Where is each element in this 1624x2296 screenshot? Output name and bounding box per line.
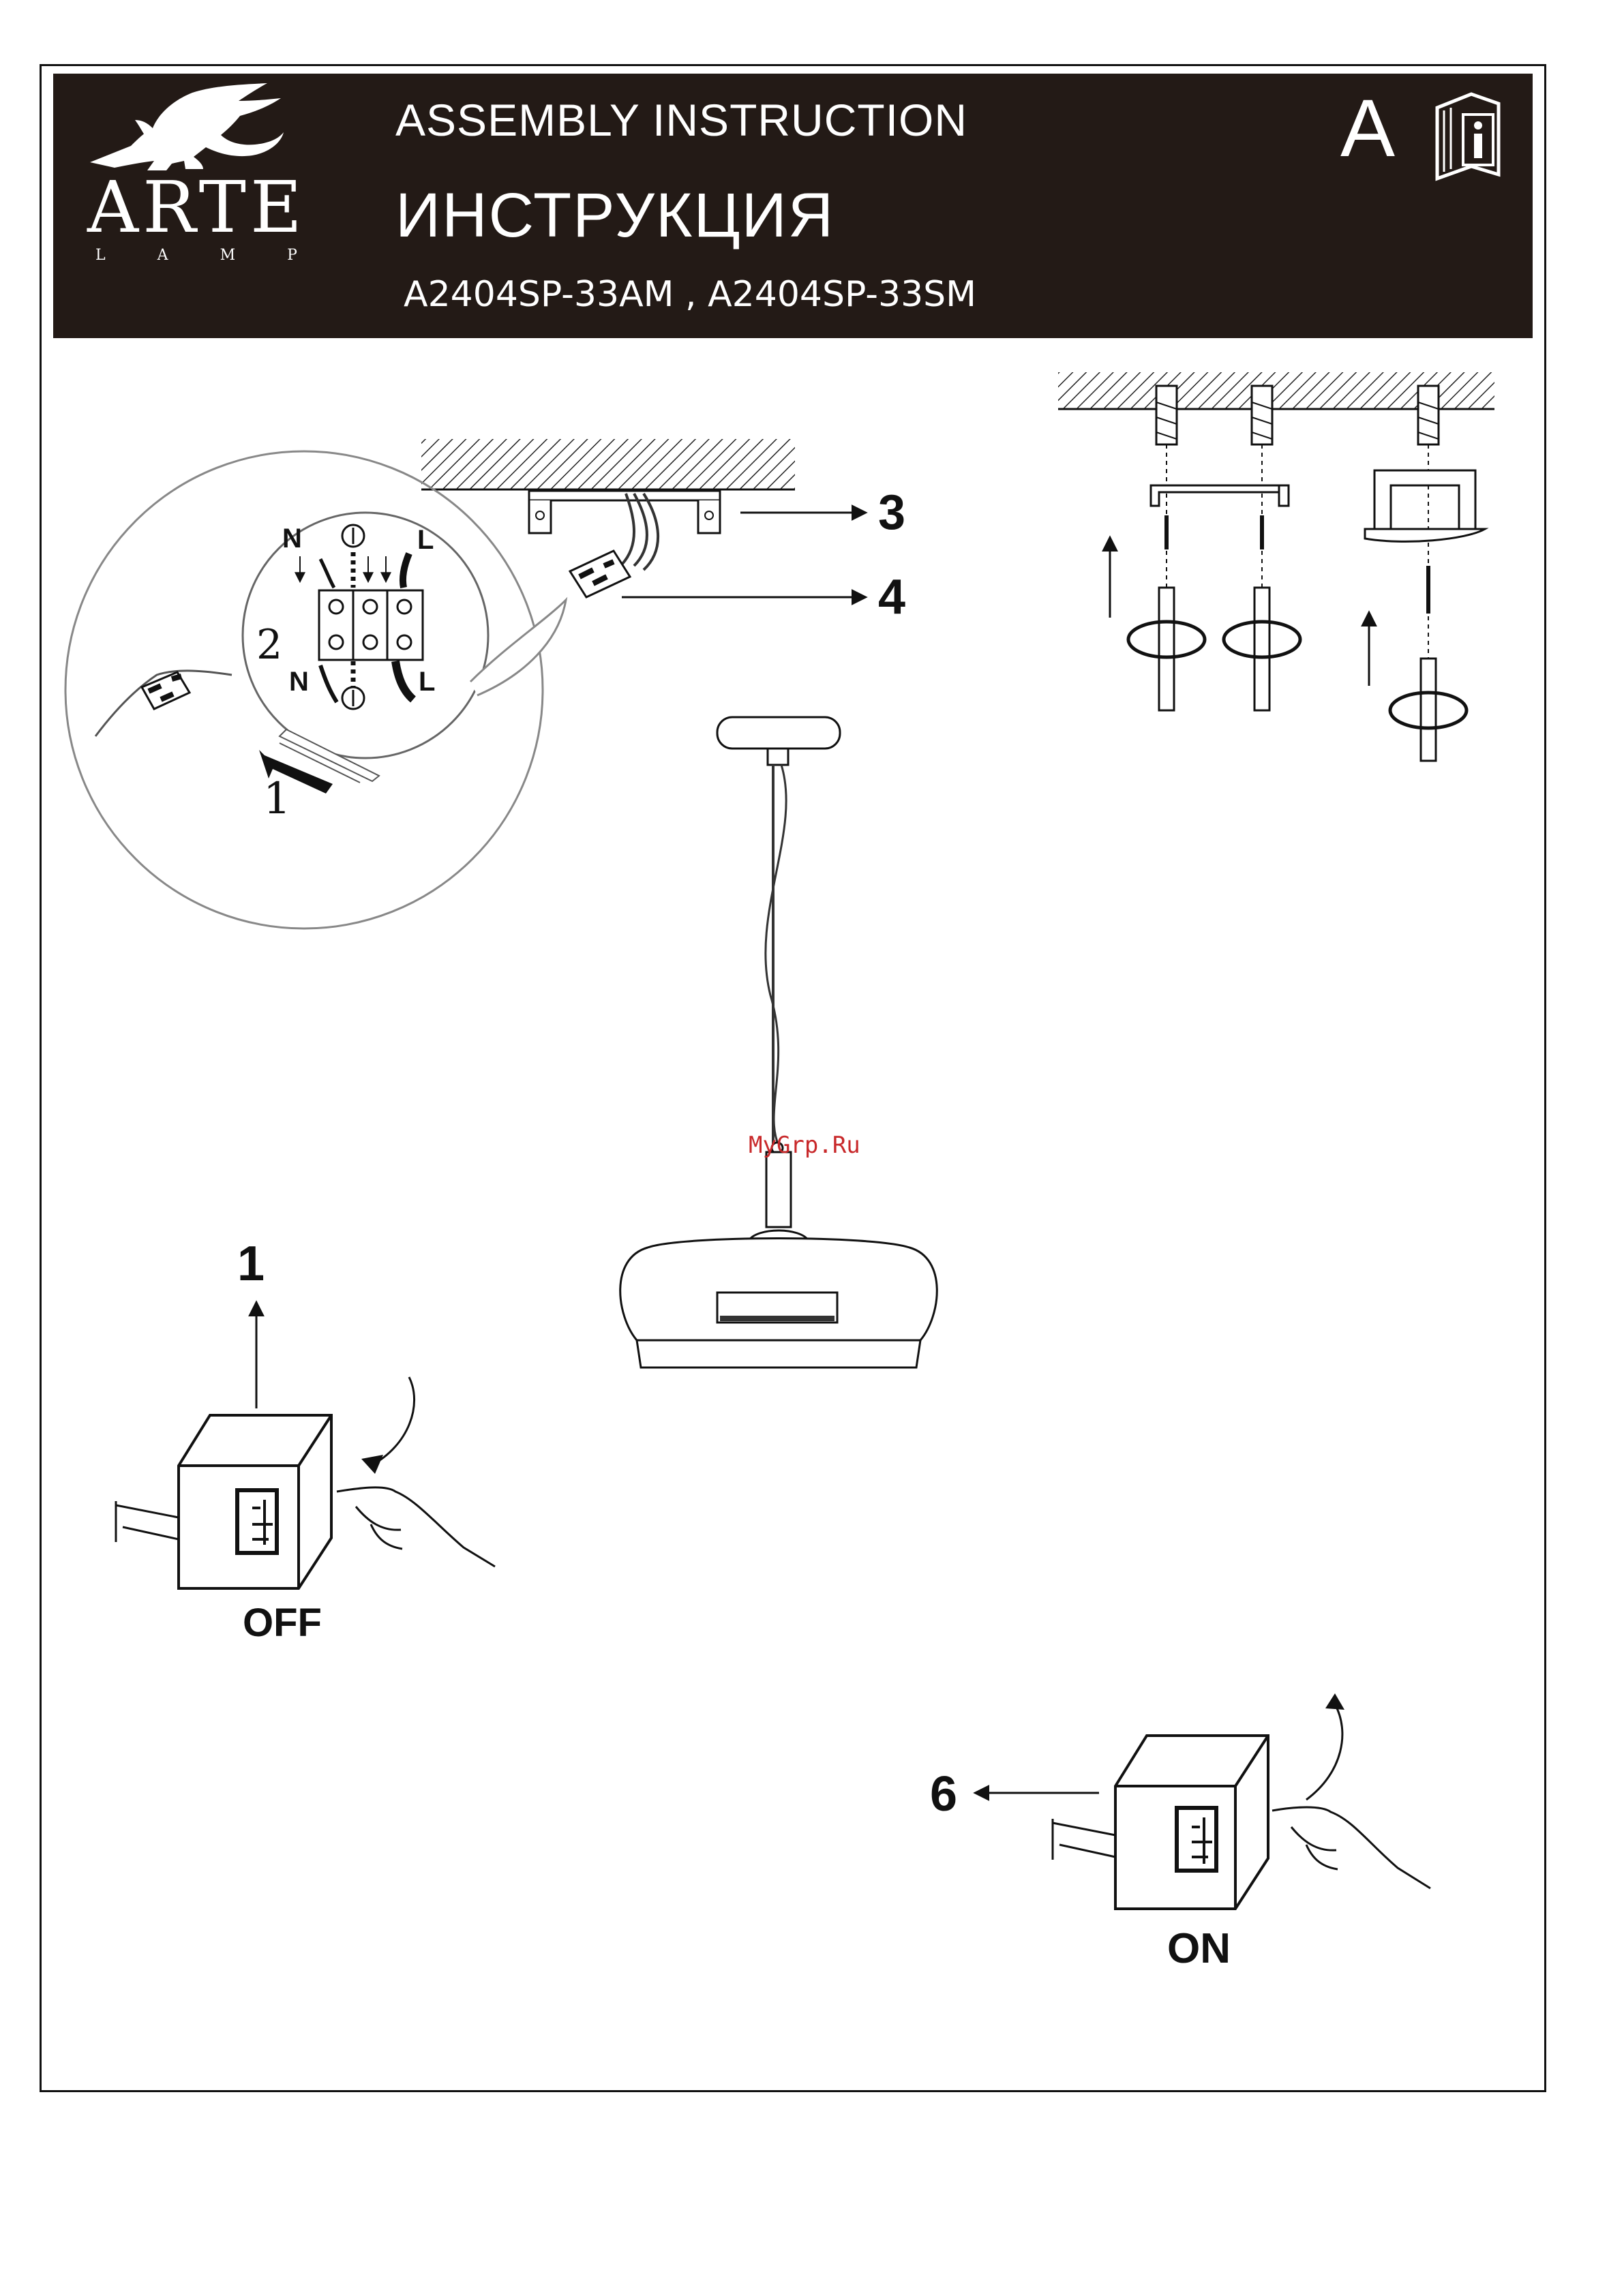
step-label-power-off: 1 <box>237 1239 265 1288</box>
ceiling-mounting-plate-group <box>421 439 864 597</box>
step-label-terminal: 2 <box>256 624 282 665</box>
switch-on-illustration <box>976 1693 1430 1909</box>
switch-on-label: ON <box>1167 1928 1231 1970</box>
step-label-connector: 4 <box>878 573 905 622</box>
step-label-mount-plate: 3 <box>878 488 905 537</box>
wiring-detail-group <box>65 451 566 928</box>
switch-off-label: OFF <box>243 1603 322 1643</box>
terminal-label-neutral-bottom: N <box>289 668 309 695</box>
anchor-screw-group <box>1058 372 1494 761</box>
pendant-lamp-illustration <box>620 717 937 1368</box>
step-label-power-on: 6 <box>930 1770 957 1819</box>
terminal-label-neutral-top: N <box>282 525 302 552</box>
watermark: MyGrp.Ru <box>749 1132 860 1159</box>
step-label-cable: 1 <box>263 777 291 821</box>
switch-off-illustration <box>116 1303 495 1588</box>
terminal-label-live-bottom: L <box>419 668 435 695</box>
terminal-label-live-top: L <box>417 526 434 554</box>
